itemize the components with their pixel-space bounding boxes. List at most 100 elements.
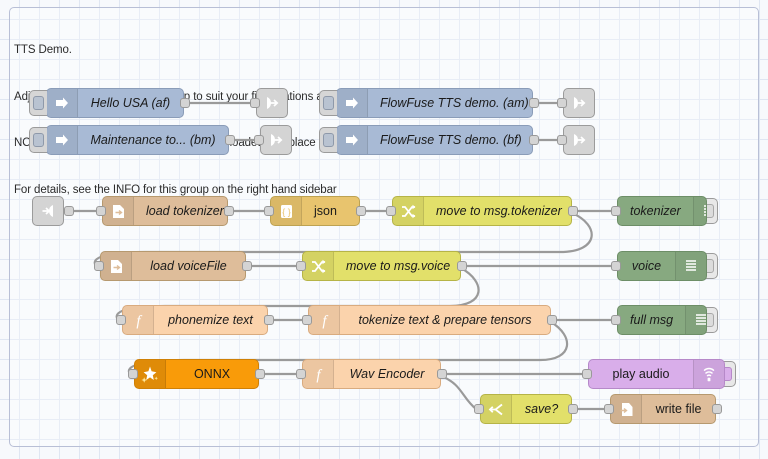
port-output-json[interactable] xyxy=(356,206,366,216)
port-input-phonemize-text[interactable] xyxy=(116,315,126,325)
change-shuffle-icon xyxy=(393,197,424,225)
node-load-voicefile[interactable]: load voiceFile xyxy=(100,251,246,281)
change-shuffle-icon xyxy=(303,252,334,280)
port-input-link-out-4[interactable] xyxy=(557,135,567,145)
port-output-load-tokenizer[interactable] xyxy=(224,206,234,216)
function-f-icon: f xyxy=(303,360,334,388)
inject-button-hello-usa[interactable] xyxy=(29,90,47,116)
port-output-load-voicefile[interactable] xyxy=(242,261,252,271)
port-input-write-file[interactable] xyxy=(604,404,614,414)
port-input-debug-voice[interactable] xyxy=(611,261,621,271)
file-in-icon xyxy=(103,197,134,225)
port-input-link-out-3[interactable] xyxy=(557,98,567,108)
svg-text:f: f xyxy=(136,313,142,329)
port-output-link-in-1[interactable] xyxy=(64,206,74,216)
switch-branch-icon xyxy=(481,395,512,423)
node-link-out-1[interactable] xyxy=(256,88,288,118)
port-output-inject-hello-usa[interactable] xyxy=(180,98,190,108)
debug-lines-icon xyxy=(685,306,706,334)
node-inject-am[interactable]: FlowFuse TTS demo. (am) xyxy=(336,88,533,118)
node-debug-voice[interactable]: voice xyxy=(617,251,707,281)
port-output-move-voice[interactable] xyxy=(457,261,467,271)
inject-button-maintenance[interactable] xyxy=(29,127,47,153)
port-output-tokenize-text[interactable] xyxy=(547,315,557,325)
node-wav-encoder[interactable]: f Wav Encoder xyxy=(302,359,441,389)
inject-arrow-icon xyxy=(337,126,368,154)
node-label: play audio xyxy=(612,367,670,381)
port-input-link-out-2[interactable] xyxy=(254,135,264,145)
port-input-move-voice[interactable] xyxy=(296,261,306,271)
port-input-move-tokenizer[interactable] xyxy=(386,206,396,216)
node-inject-bf[interactable]: FlowFuse TTS demo. (bf) xyxy=(336,125,533,155)
svg-text:f: f xyxy=(322,313,328,329)
link-out-icon xyxy=(564,126,594,154)
node-move-to-msg-voice[interactable]: move to msg.voice xyxy=(302,251,461,281)
node-inject-maintenance[interactable]: Maintenance to... (bm) xyxy=(46,125,229,155)
port-input-json[interactable] xyxy=(264,206,274,216)
port-output-phonemize-text[interactable] xyxy=(264,315,274,325)
port-output-wav-encoder[interactable] xyxy=(437,369,447,379)
node-label: FlowFuse TTS demo. (bf) xyxy=(380,133,522,147)
debug-lines-icon xyxy=(692,197,706,225)
port-output-inject-bf[interactable] xyxy=(529,135,539,145)
port-output-save-switch[interactable] xyxy=(568,404,578,414)
port-input-onnx[interactable] xyxy=(128,369,138,379)
onnx-sparkle-icon xyxy=(135,360,166,388)
inject-arrow-icon xyxy=(47,126,78,154)
inject-button-knob xyxy=(323,133,334,147)
port-input-wav-encoder[interactable] xyxy=(296,369,306,379)
node-label: move to msg.tokenizer xyxy=(436,204,562,218)
node-label: full msg xyxy=(630,313,674,327)
port-output-inject-maintenance[interactable] xyxy=(225,135,235,145)
node-label: write file xyxy=(655,402,702,416)
port-input-load-voicefile[interactable] xyxy=(94,261,104,271)
speaker-waves-icon xyxy=(693,360,724,388)
port-input-save-switch[interactable] xyxy=(474,404,484,414)
node-json[interactable]: { } json xyxy=(270,196,360,226)
port-input-play-audio[interactable] xyxy=(582,369,592,379)
svg-text:f: f xyxy=(316,367,322,383)
node-move-to-msg-tokenizer[interactable]: move to msg.tokenizer xyxy=(392,196,572,226)
node-label: ONNX xyxy=(193,367,231,381)
port-output-inject-am[interactable] xyxy=(529,98,539,108)
node-tokenize-text-prepare-tensors[interactable]: f tokenize text & prepare tensors xyxy=(308,305,551,335)
node-label: json xyxy=(314,204,337,218)
node-play-audio[interactable]: play audio xyxy=(588,359,725,389)
port-input-link-out-1[interactable] xyxy=(250,98,260,108)
link-out-icon xyxy=(261,126,291,154)
port-output-write-file[interactable] xyxy=(712,404,722,414)
file-out-icon xyxy=(611,395,642,423)
node-save-switch[interactable]: save? xyxy=(480,394,572,424)
port-output-onnx[interactable] xyxy=(255,369,265,379)
node-label: move to msg.voice xyxy=(346,259,451,273)
inject-button-knob xyxy=(33,96,44,110)
node-link-out-2[interactable] xyxy=(260,125,292,155)
function-f-icon: f xyxy=(123,306,154,334)
inject-button-bf[interactable] xyxy=(319,127,337,153)
node-label: voice xyxy=(631,259,662,273)
port-input-debug-full-msg[interactable] xyxy=(611,315,621,325)
json-braces-icon: { } xyxy=(271,197,302,225)
node-link-out-3[interactable] xyxy=(563,88,595,118)
node-onnx[interactable]: ONNX xyxy=(134,359,259,389)
node-debug-full-msg[interactable]: full msg xyxy=(617,305,707,335)
node-phonemize-text[interactable]: f phonemize text xyxy=(122,305,268,335)
node-label: tokenizer xyxy=(630,204,681,218)
node-write-file[interactable]: write file xyxy=(610,394,716,424)
node-link-out-4[interactable] xyxy=(563,125,595,155)
port-output-move-tokenizer[interactable] xyxy=(568,206,578,216)
inject-button-am[interactable] xyxy=(319,90,337,116)
inject-button-knob xyxy=(33,133,44,147)
node-inject-hello-usa[interactable]: Hello USA (af) xyxy=(46,88,184,118)
node-label: FlowFuse TTS demo. (am) xyxy=(380,96,529,110)
port-input-tokenize-text[interactable] xyxy=(302,315,312,325)
port-input-debug-tokenizer[interactable] xyxy=(611,206,621,216)
node-label: Hello USA (af) xyxy=(90,96,171,110)
port-input-load-tokenizer[interactable] xyxy=(96,206,106,216)
node-link-in-1[interactable] xyxy=(32,196,64,226)
node-load-tokenizer[interactable]: load tokenizer xyxy=(102,196,228,226)
node-debug-tokenizer[interactable]: tokenizer xyxy=(617,196,707,226)
svg-text:{ }: { } xyxy=(282,207,291,217)
file-in-icon xyxy=(101,252,132,280)
